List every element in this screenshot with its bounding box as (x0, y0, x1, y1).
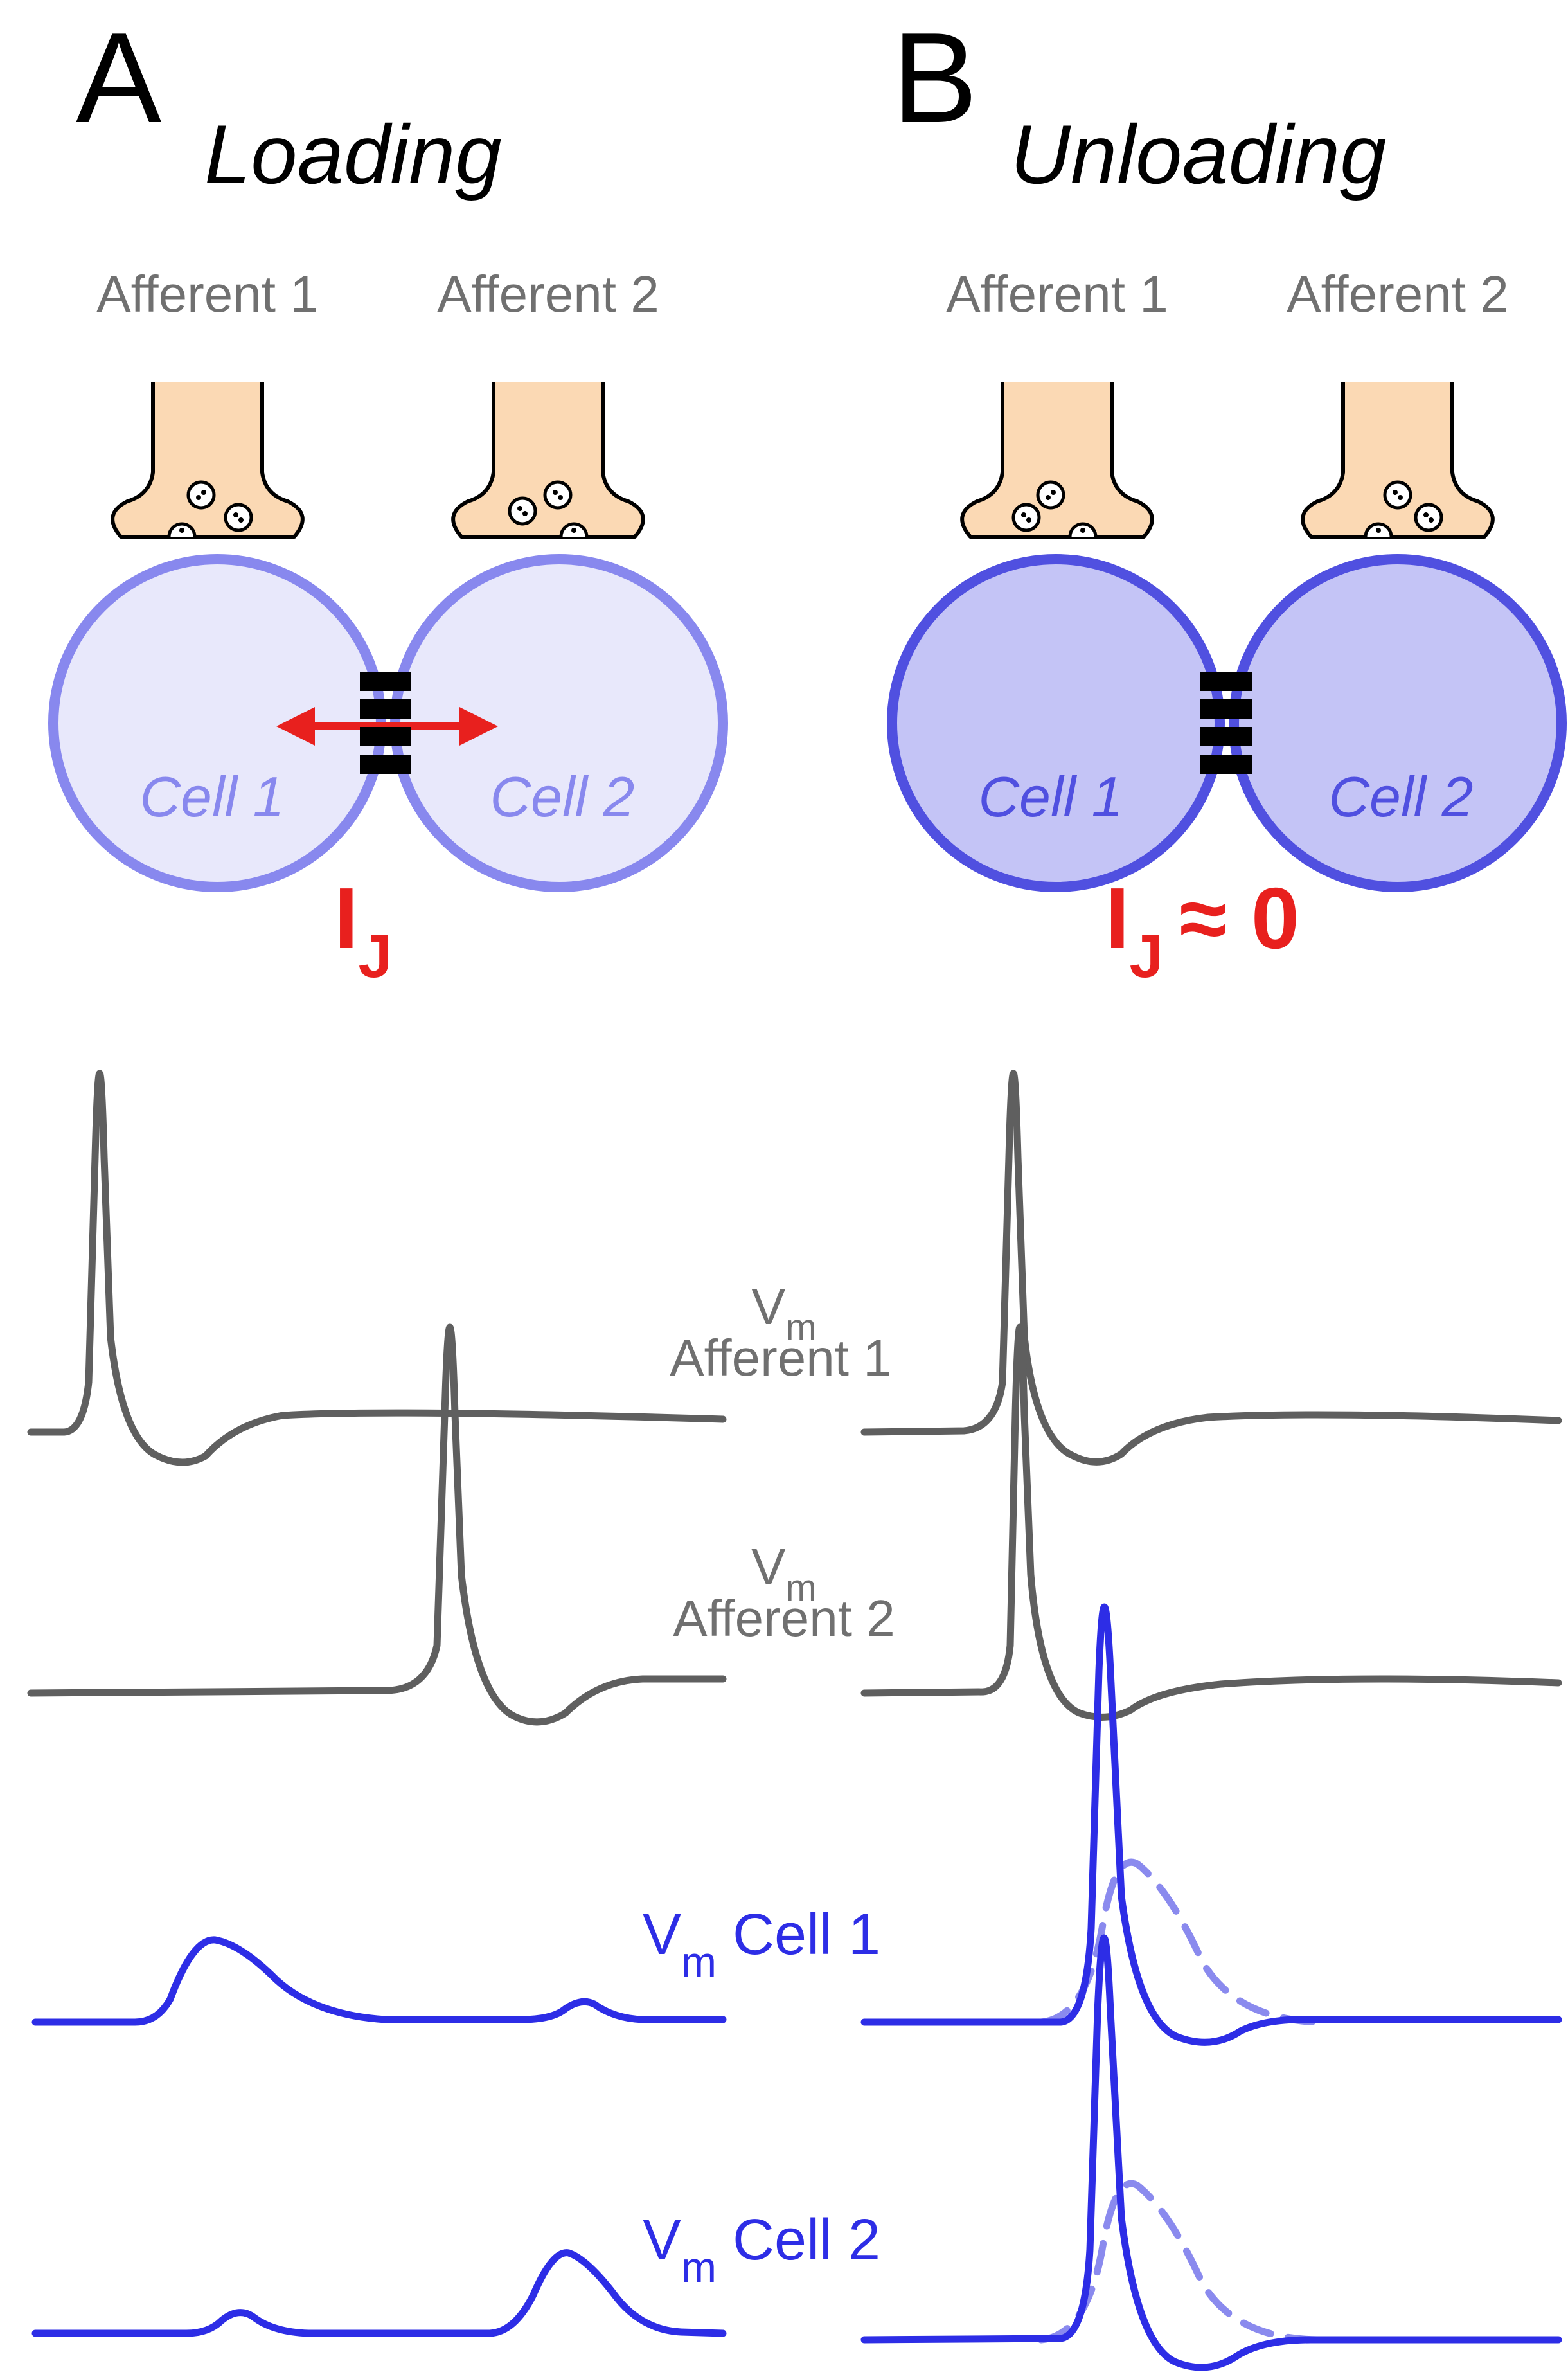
panel-a-junction-current-label: IJ (334, 870, 392, 991)
gap-junction-icon (360, 672, 411, 774)
vesicle-icon (186, 480, 216, 510)
vm-afferent-1-label: Vm (751, 1278, 817, 1349)
svg-text:IJ: IJ (334, 870, 392, 991)
afferent-1-trace-label: Afferent 1 (670, 1329, 891, 1386)
panel-a-letter: A (76, 6, 162, 150)
vesicle-icon (1414, 503, 1443, 532)
panel-a-cell-2-trace[interactable] (31, 2249, 727, 2337)
gap-junction-icon (1200, 672, 1252, 774)
afferent-terminal-icon (960, 382, 1154, 539)
panel-a-cell-1-label: Cell 1 (140, 765, 285, 829)
panel-b-afferent-1-label: Afferent 1 (946, 265, 1168, 323)
current-subscript: J (359, 922, 393, 991)
panel-b-cell-2-dashed-trace (1037, 2180, 1321, 2344)
panel-a: A Loading Afferent 1 Afferent 2 (48, 6, 728, 991)
panel-a-afferent-2-label: Afferent 2 (437, 265, 659, 323)
panel-b-afferent-1-trace (860, 1070, 1562, 1466)
panel-a-afferent-2-trace (27, 1323, 727, 1726)
panel-a-cell-2-label: Cell 2 (490, 765, 635, 829)
panel-b-cell-2 (1229, 554, 1567, 892)
panel-b-afferent-2-label: Afferent 2 (1287, 265, 1508, 323)
vesicle-fusing-icon (1068, 522, 1098, 537)
vesicle-icon (1036, 480, 1065, 510)
panel-b-junction-current-label: IJ≈ 0 (1105, 870, 1299, 991)
afferent-terminal-icon (1301, 382, 1495, 539)
panel-b: B Unloading Afferent 1 Afferent 2 (887, 6, 1567, 991)
panel-a-cell-1-trace[interactable] (31, 1936, 727, 2026)
panel-a-title: Loading (204, 107, 502, 201)
current-suffix: ≈ 0 (1179, 870, 1299, 967)
panel-b-cell-1 (887, 554, 1225, 892)
afferent-terminal-icon (451, 382, 645, 539)
svg-text:IJ≈ 0: IJ≈ 0 (1105, 870, 1299, 991)
vesicle-icon (543, 480, 573, 510)
panel-a-afferent-1-label: Afferent 1 (96, 265, 318, 323)
current-symbol: I (1105, 870, 1130, 967)
vesicle-icon (1383, 480, 1412, 510)
vesicle-icon (1011, 503, 1041, 532)
vm-afferent-2-label: Vm (751, 1538, 817, 1609)
afferent-terminal-icon (111, 382, 305, 539)
current-subscript: J (1130, 922, 1164, 991)
vesicle-fusing-icon (167, 522, 197, 537)
vesicle-fusing-icon (1364, 522, 1393, 537)
panel-b-cell-2-trace[interactable] (860, 1934, 1562, 2371)
vesicle-icon (224, 503, 253, 532)
panel-a-afferent-1-trace (27, 1070, 727, 1466)
panel-b-cell-1-label: Cell 1 (979, 765, 1123, 829)
panel-b-title: Unloading (1010, 107, 1386, 201)
panel-b-cell-1-trace[interactable] (860, 1603, 1562, 2046)
panel-b-letter: B (892, 6, 977, 150)
panel-b-afferent-2-trace (860, 1323, 1562, 1721)
membrane-traces (27, 1070, 1562, 2371)
vesicle-icon (508, 496, 537, 526)
junction-current-arrow (276, 707, 498, 746)
vesicle-fusing-icon (559, 522, 589, 537)
afferent-2-trace-label: Afferent 2 (673, 1590, 895, 1647)
current-symbol: I (334, 870, 359, 967)
panel-b-cell-2-label: Cell 2 (1329, 765, 1474, 829)
